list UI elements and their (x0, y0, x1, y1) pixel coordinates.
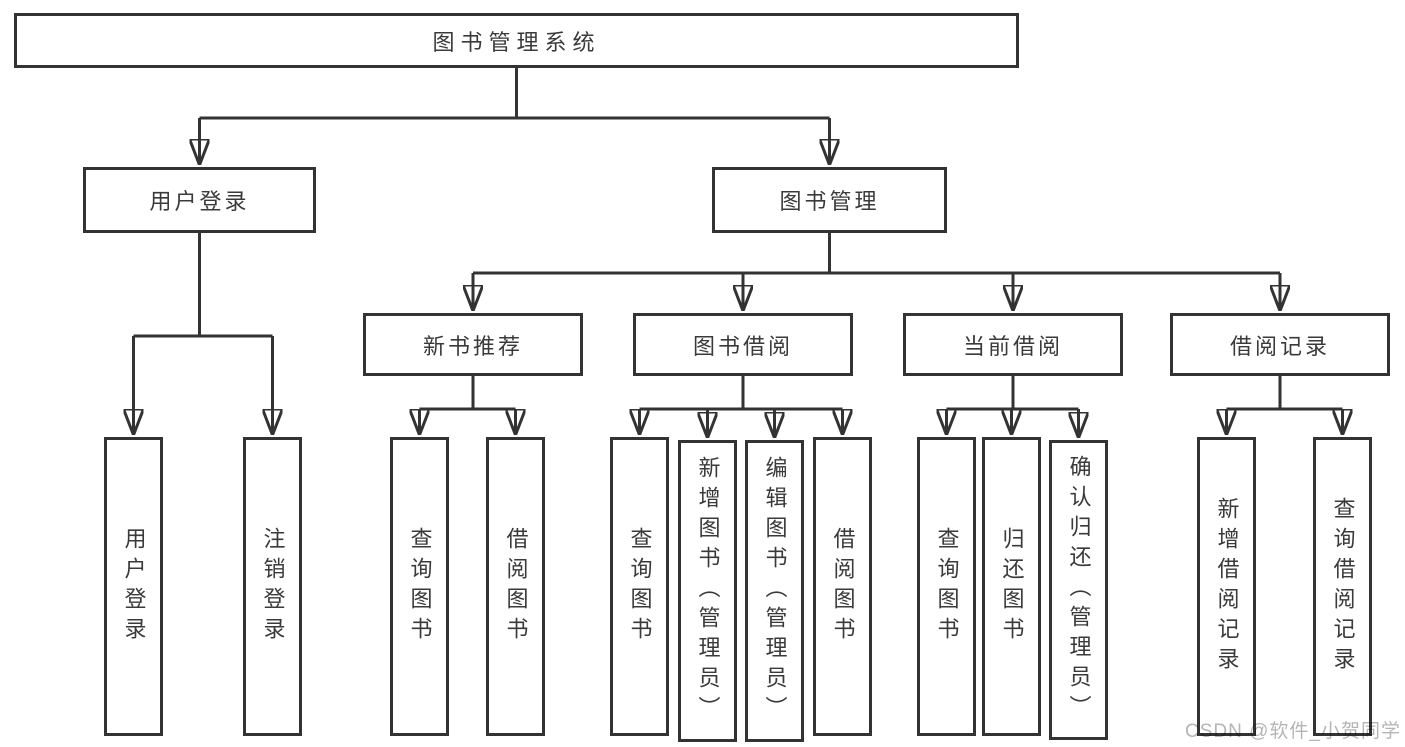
leaf-return-books: 归还图书 (982, 437, 1041, 736)
connector-user-login-children (134, 233, 273, 435)
connector-book-borrow-children (640, 376, 843, 438)
node-library-management-system: 图书管理系统 (14, 13, 1019, 68)
leaf-user-login: 用户登录 (104, 437, 163, 736)
node-new-book-recommend: 新书推荐 (363, 313, 583, 376)
node-book-borrow: 图书借阅 (633, 313, 853, 376)
leaf-add-borrow-record: 新增借阅记录 (1197, 437, 1256, 736)
leaf-query-borrow-record: 查询借阅记录 (1313, 437, 1372, 736)
leaf-borrow-borrow-books: 借阅图书 (813, 437, 872, 736)
leaf-confirm-return-admin: 确认归还（管理员） (1049, 440, 1108, 740)
leaf-recommend-borrow-books: 借阅图书 (486, 437, 545, 736)
connector-current-borrow-children (947, 376, 1079, 438)
leaf-logout: 注销登录 (243, 437, 302, 736)
leaf-edit-books-admin: 编辑图书（管理员） (745, 440, 804, 742)
connector-root-to-level2 (200, 68, 830, 165)
watermark: CSDN @软件_小贺同学 (1185, 721, 1401, 742)
connector-new-book-recommend-children (420, 376, 516, 435)
leaf-recommend-query-books: 查询图书 (390, 437, 449, 736)
connector-book-management-modules (473, 233, 1280, 311)
leaf-current-query-books: 查询图书 (917, 437, 976, 736)
node-current-borrow: 当前借阅 (903, 313, 1123, 376)
node-borrow-records: 借阅记录 (1170, 313, 1390, 376)
node-book-management: 图书管理 (712, 167, 947, 233)
leaf-borrow-query-books: 查询图书 (610, 437, 669, 736)
leaf-add-books-admin: 新增图书（管理员） (678, 440, 737, 742)
connector-borrow-records-children (1227, 376, 1343, 435)
node-user-login: 用户登录 (83, 167, 316, 233)
